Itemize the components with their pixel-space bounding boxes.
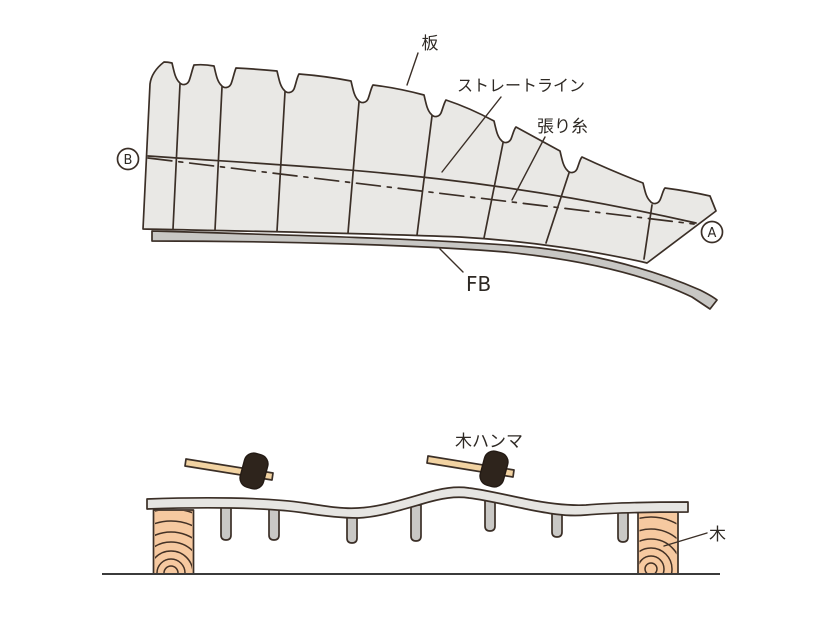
- wood-leader: [663, 532, 708, 547]
- straight-line-label: ストレートライン: [457, 76, 585, 95]
- string-label: 張り糸: [537, 117, 588, 137]
- board-leader: [406, 52, 419, 86]
- fb-bar: [151, 230, 718, 310]
- mallet-head: [239, 452, 269, 490]
- string-line: [147, 157, 695, 225]
- left-mallet: [184, 452, 274, 490]
- board-label: 板: [422, 34, 439, 54]
- straight-line: [147, 155, 697, 224]
- wood-label: 木: [709, 525, 726, 545]
- point-b-label: B: [124, 153, 133, 168]
- straight-line-leader: [441, 96, 502, 173]
- fb-label: FB: [466, 272, 491, 296]
- point-a-label: A: [708, 226, 717, 241]
- peg: [617, 507, 629, 543]
- peg: [346, 511, 358, 544]
- peg: [220, 504, 232, 541]
- hammering-figure: 木ハンマ 木: [102, 432, 726, 575]
- string-leader: [511, 136, 546, 201]
- mallet-head: [479, 450, 509, 488]
- pegs: [220, 492, 629, 544]
- wood-grain-right: [639, 516, 677, 573]
- mallet-label: 木ハンマ: [455, 432, 523, 452]
- peg: [268, 504, 280, 541]
- right-mallet: [426, 450, 515, 488]
- wood-grain-left: [155, 511, 192, 573]
- plank-figure: B A 板 ストレートライン 張り糸 FB: [116, 34, 724, 310]
- point-b-marker: B: [116, 147, 140, 171]
- right-wood-block: [637, 511, 679, 575]
- peg: [410, 504, 422, 542]
- plank-shape: [142, 61, 717, 264]
- leader-lines-top: [406, 52, 546, 273]
- plate-shape: [146, 486, 689, 519]
- fb-leader: [439, 248, 464, 273]
- left-wood-block: [152, 509, 195, 575]
- point-a-marker: A: [700, 220, 724, 244]
